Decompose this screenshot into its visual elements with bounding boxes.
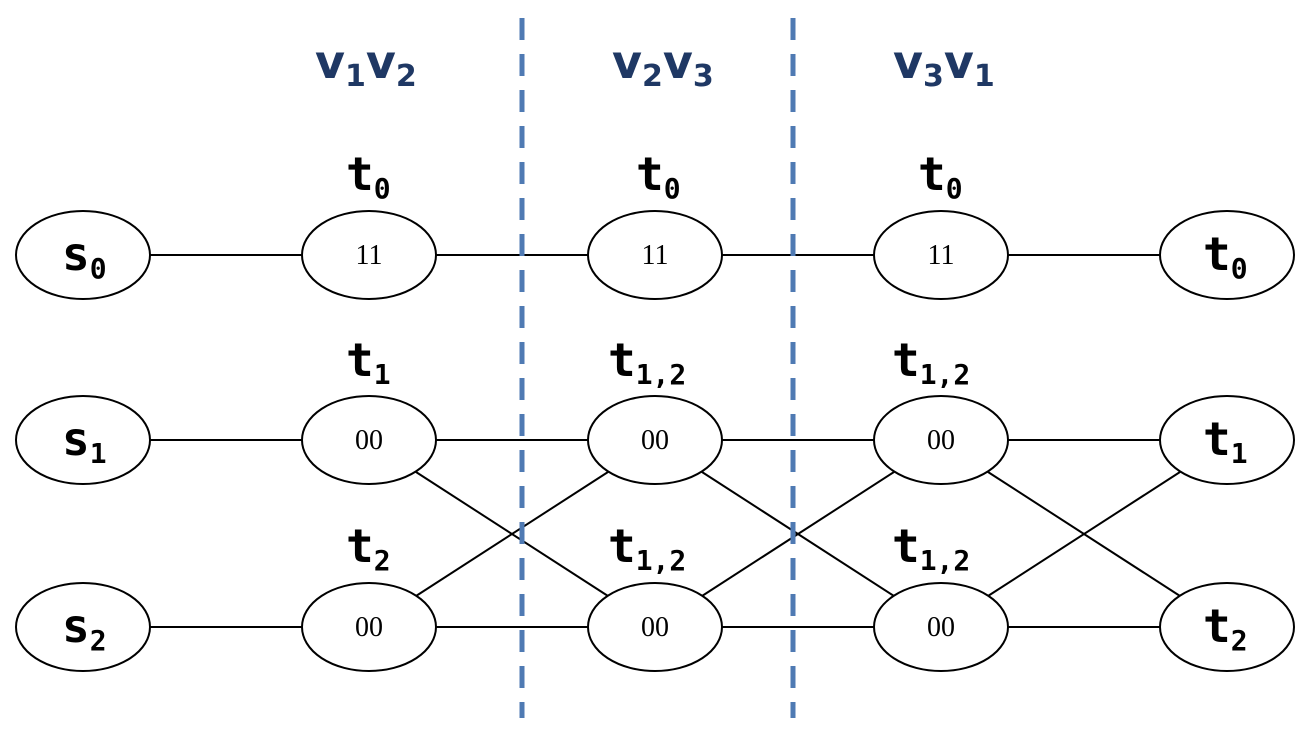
coding-node: 00	[873, 395, 1009, 485]
stage-header-1: v1v2	[315, 35, 417, 94]
coding-node: 00	[301, 395, 437, 485]
svg-text:00: 00	[355, 612, 383, 643]
svg-text:t2: t2	[1203, 599, 1248, 657]
node-label: t0	[346, 147, 391, 205]
source-node-1: s1	[15, 395, 151, 485]
sink-node-0: t0	[1159, 210, 1295, 300]
svg-text:s0: s0	[62, 227, 107, 285]
edge-cross	[987, 471, 1181, 597]
svg-text:11: 11	[642, 240, 669, 271]
coding-node: 00	[873, 582, 1009, 672]
node-label: t0	[918, 147, 963, 205]
svg-text:11: 11	[356, 240, 383, 271]
svg-text:00: 00	[927, 612, 955, 643]
svg-text:t0: t0	[1203, 227, 1248, 285]
coding-node: 00	[587, 395, 723, 485]
edge-cross	[701, 471, 895, 597]
coding-node: 11	[587, 210, 723, 300]
svg-text:s2: s2	[62, 599, 107, 657]
source-node-2: s2	[15, 582, 151, 672]
node-label: t1,2	[892, 519, 970, 577]
svg-text:s1: s1	[62, 412, 107, 470]
edge-cross	[415, 471, 609, 597]
svg-text:00: 00	[355, 425, 383, 456]
node-label: t1,2	[608, 519, 686, 577]
svg-text:t1: t1	[1203, 412, 1248, 470]
svg-text:11: 11	[928, 240, 955, 271]
edges	[150, 254, 1181, 628]
sink-node-1: t1	[1159, 395, 1295, 485]
node-label: t0	[636, 147, 681, 205]
stage-header-3: v3v1	[893, 35, 995, 94]
svg-text:00: 00	[641, 425, 669, 456]
node-label: t1,2	[892, 333, 970, 391]
stage-header-2: v2v3	[612, 35, 714, 94]
node-label: t1	[346, 333, 391, 391]
sink-node-2: t2	[1159, 582, 1295, 672]
coding-node: 11	[873, 210, 1009, 300]
source-node-0: s0	[15, 210, 151, 300]
coding-node: 00	[301, 582, 437, 672]
coding-node: 11	[301, 210, 437, 300]
node-label: t1,2	[608, 333, 686, 391]
svg-text:00: 00	[927, 425, 955, 456]
coding-node: 00	[587, 582, 723, 672]
svg-text:00: 00	[641, 612, 669, 643]
node-label: t2	[346, 519, 391, 577]
